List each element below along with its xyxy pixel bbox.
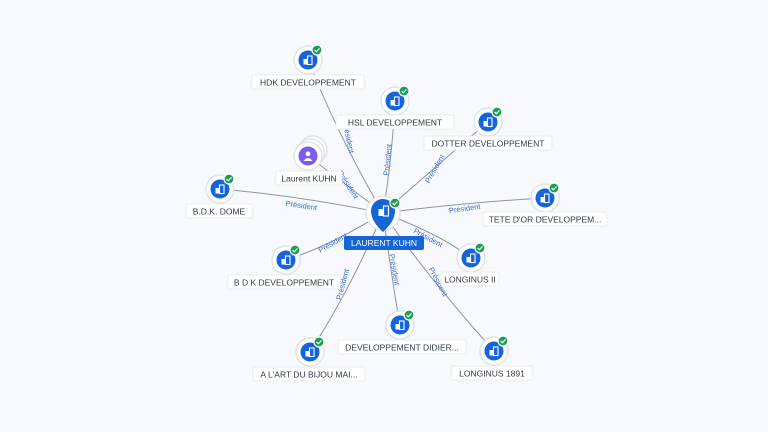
verified-check-icon xyxy=(311,44,323,56)
verified-check-icon xyxy=(289,244,301,256)
person-icon xyxy=(303,151,313,161)
building-icon xyxy=(378,205,390,217)
node-hdk[interactable]: HDK DEVELOPPEMENT xyxy=(251,44,365,90)
building-icon xyxy=(395,320,405,331)
node-longinus1891[interactable]: LONGINUS 1891 xyxy=(451,335,533,381)
node-label: A L'ART DU BIJOU MAI... xyxy=(260,370,357,380)
node-label-box xyxy=(227,274,341,290)
edge-label: Président xyxy=(448,202,482,215)
node-label: TETE D'OR DEVELOPPEM... xyxy=(489,215,602,225)
building-icon xyxy=(466,253,476,264)
building-icon xyxy=(540,193,550,204)
node-label: HSL DEVELOPPEMENT xyxy=(348,118,442,128)
node-dotter[interactable]: DOTTER DEVELOPPEMENT xyxy=(423,106,553,151)
center-label: LAURENT KUHN xyxy=(351,238,417,248)
edge-bdkdome: Président xyxy=(219,188,384,214)
node-label-box xyxy=(275,170,343,186)
node-label-box xyxy=(335,114,455,130)
node-artbijou[interactable]: A L'ART DU BIJOU MAI... xyxy=(252,336,366,382)
building-icon xyxy=(483,117,493,128)
edge-tetedor: Président xyxy=(382,197,546,215)
node-label-box xyxy=(440,271,500,287)
edge-label: Président xyxy=(387,253,402,287)
node-bdkdome[interactable]: B.D.K. DOME xyxy=(185,173,253,219)
node-devdidier[interactable]: DEVELOPPEMENT DIDIER... xyxy=(337,309,467,355)
verified-check-icon xyxy=(474,242,486,254)
node-label: LONGINUS 1891 xyxy=(459,369,525,379)
center-node[interactable]: LAURENT KUHN xyxy=(344,195,424,250)
building-icon xyxy=(489,346,499,357)
node-label-box xyxy=(252,366,366,382)
verified-check-icon xyxy=(491,106,503,118)
node-label: B D K DEVELOPPEMENT xyxy=(234,278,334,288)
node-label: B.D.K. DOME xyxy=(193,207,246,217)
node-label-box xyxy=(185,203,253,219)
node-tetedor[interactable]: TETE D'OR DEVELOPPEM... xyxy=(482,182,608,227)
node-label-box xyxy=(251,74,365,90)
building-icon xyxy=(303,55,313,66)
edge-label: Président xyxy=(381,143,393,176)
node-label-box xyxy=(482,211,608,227)
node-label: LONGINUS II xyxy=(444,275,495,285)
verified-check-icon xyxy=(389,197,401,209)
verified-check-icon xyxy=(223,173,235,185)
node-label-box xyxy=(451,365,533,381)
node-label: DOTTER DEVELOPPEMENT xyxy=(432,139,545,149)
node-label-box xyxy=(423,135,553,151)
edge-label: Président xyxy=(285,199,319,212)
edge-line xyxy=(219,188,384,214)
building-icon xyxy=(215,184,225,195)
building-icon xyxy=(390,96,400,107)
edge-label: Président xyxy=(423,152,447,185)
verified-check-icon xyxy=(403,309,415,321)
verified-check-icon xyxy=(497,335,509,347)
building-icon xyxy=(281,255,291,266)
node-label: DEVELOPPEMENT DIDIER... xyxy=(345,343,459,353)
edge-line xyxy=(382,197,546,214)
edge-line xyxy=(382,212,495,352)
node-label: Laurent KUHN xyxy=(281,174,336,184)
center-label-box xyxy=(344,236,424,250)
verified-check-icon xyxy=(398,85,410,97)
node-longinus2[interactable]: LONGINUS II xyxy=(440,242,500,287)
verified-check-icon xyxy=(548,182,560,194)
nodes-layer: HDK DEVELOPPEMENT HSL DEVELOPPEMENT DOTTER… xyxy=(185,44,608,382)
verified-check-icon xyxy=(313,336,325,348)
node-hsl[interactable]: HSL DEVELOPPEMENT xyxy=(335,85,455,130)
node-label: HDK DEVELOPPEMENT xyxy=(260,78,356,88)
building-icon xyxy=(305,347,315,358)
node-laurent[interactable]: Laurent KUHN xyxy=(275,135,343,186)
node-bdkdev[interactable]: B D K DEVELOPPEMENT xyxy=(227,244,341,290)
node-label-box xyxy=(337,339,467,355)
